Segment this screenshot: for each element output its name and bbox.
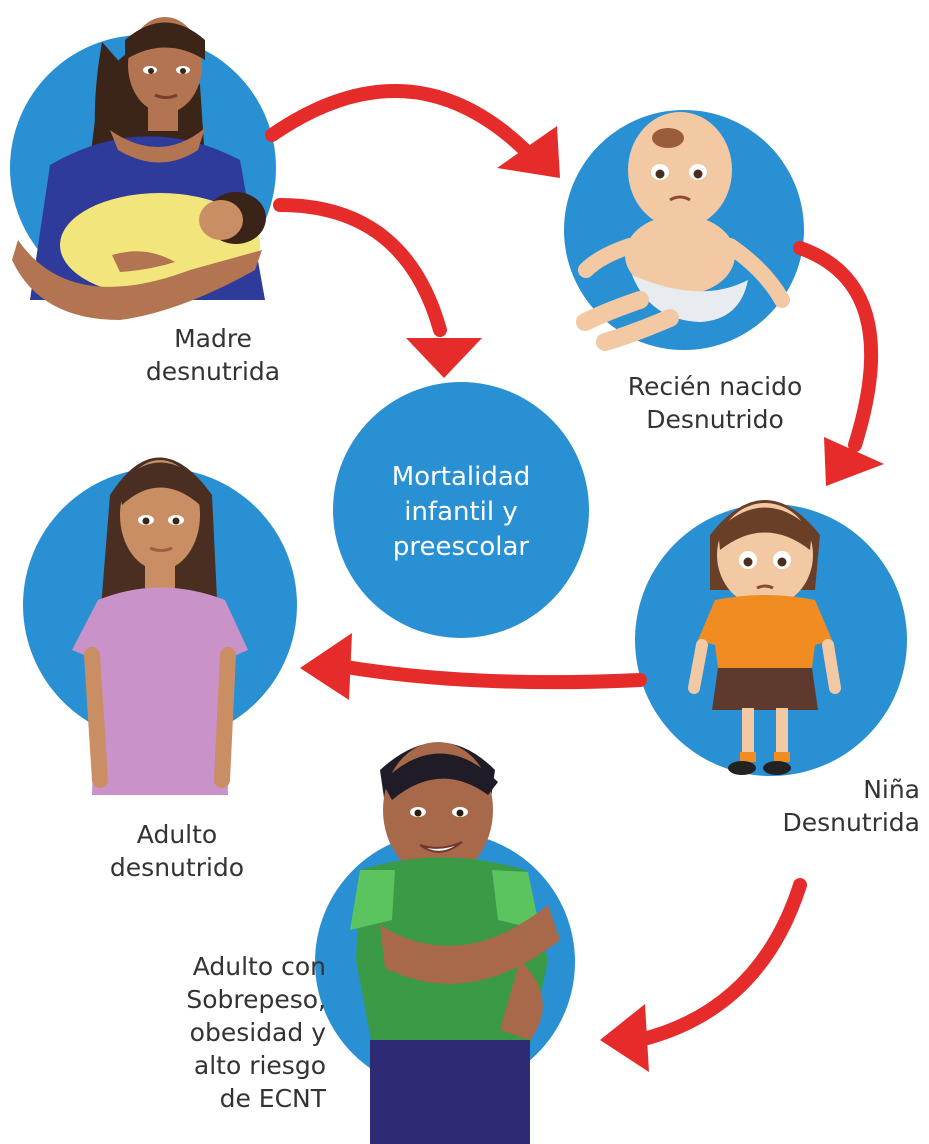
girl-label-line-2: Desnutrida xyxy=(782,808,920,837)
arrow-mother-to-center xyxy=(273,198,482,378)
arrow-girl-to-adult-woman xyxy=(300,633,647,700)
newborn-label: Recién nacido Desnutrido xyxy=(620,370,810,436)
girl-illustration xyxy=(688,500,841,775)
adult-man-label: Adulto con Sobrepeso, obesidad y alto ri… xyxy=(150,950,326,1115)
center-label-line-2: infantil y xyxy=(404,497,518,527)
arrow-newborn-to-girl xyxy=(793,241,884,486)
center-circle xyxy=(333,382,589,638)
center-label: Mortalidad infantil y preescolar xyxy=(352,460,570,565)
newborn-illustration xyxy=(576,112,790,351)
adult-man-label-line-5: de ECNT xyxy=(219,1084,326,1113)
center-label-line-1: Mortalidad xyxy=(391,462,531,492)
mother-label-line-2: desnutrida xyxy=(145,357,281,386)
mother-label-line-1: Madre xyxy=(174,324,252,353)
adult-man-illustration xyxy=(350,742,560,1144)
adult-man-label-line-1: Adulto con xyxy=(192,952,326,981)
center-label-line-3: preescolar xyxy=(392,532,530,562)
adult-woman-illustration xyxy=(72,457,248,795)
adult-woman-label-line-2: desnutrido xyxy=(109,853,245,882)
girl-label: Niña Desnutrida xyxy=(760,773,920,839)
mother-illustration xyxy=(12,17,266,320)
newborn-label-line-2: Desnutrido xyxy=(646,405,784,434)
adult-man-label-line-2: Sobrepeso, xyxy=(186,985,326,1014)
adult-man-label-line-3: obesidad y xyxy=(189,1018,326,1047)
adult-woman-label: Adulto desnutrido xyxy=(92,818,262,884)
arrow-girl-to-adult-man xyxy=(600,878,807,1072)
mother-label: Madre desnutrida xyxy=(123,322,303,388)
girl-label-line-1: Niña xyxy=(863,775,920,804)
newborn-label-line-1: Recién nacido xyxy=(627,372,803,401)
arrow-mother-to-newborn xyxy=(265,84,560,178)
adult-man-label-line-4: alto riesgo xyxy=(193,1051,326,1080)
adult-woman-label-line-1: Adulto xyxy=(136,820,218,849)
